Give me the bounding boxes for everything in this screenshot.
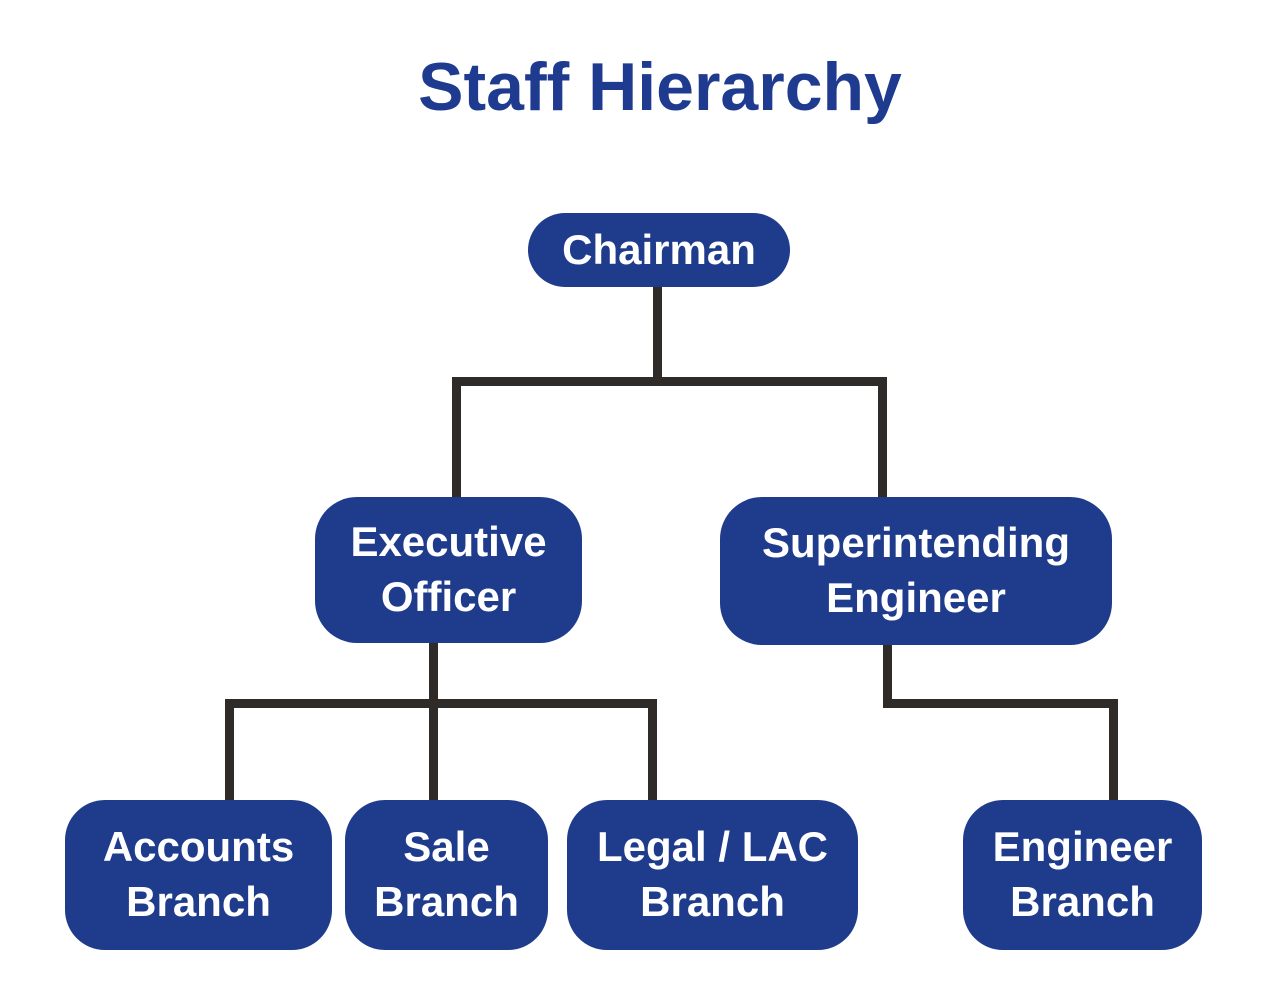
org-node-chairman: Chairman [528, 213, 790, 287]
connector-top-rail [452, 377, 887, 386]
connector-drop-legal-lac-branch [648, 699, 657, 802]
org-node-legal-lac-branch-label: Legal / LAC Branch [596, 823, 829, 925]
org-node-accounts-branch: Accounts Branch [65, 800, 332, 950]
org-node-accounts-branch-label: Accounts Branch [102, 823, 295, 925]
org-node-engineer-branch: Engineer Branch [963, 800, 1202, 950]
org-node-legal-lac-branch: Legal / LAC Branch [567, 800, 858, 950]
connector-left-rail [225, 699, 657, 708]
connector-chairman-stem [653, 287, 662, 382]
connector-drop-executive-officer [452, 377, 461, 499]
connector-drop-engineer-branch [1109, 699, 1118, 802]
org-node-sale-branch-label: Sale Branch [374, 823, 519, 925]
org-node-engineer-branch-label: Engineer Branch [992, 823, 1173, 925]
org-node-executive-officer: Executive Officer [315, 497, 582, 643]
connector-superintending-stem [883, 643, 892, 708]
org-node-superintending-engineer: Superintending Engineer [720, 497, 1112, 645]
page-title: Staff Hierarchy [418, 49, 902, 125]
org-node-sale-branch: Sale Branch [345, 800, 548, 950]
org-node-executive-officer-label: Executive Officer [350, 518, 547, 620]
connector-drop-accounts-branch [225, 699, 234, 802]
connector-right-rail [883, 699, 1117, 708]
connector-executive-stem [429, 641, 438, 802]
org-node-chairman-label: Chairman [562, 225, 756, 273]
org-node-superintending-engineer-label: Superintending Engineer [762, 519, 1070, 621]
connector-drop-superintending [878, 377, 887, 499]
